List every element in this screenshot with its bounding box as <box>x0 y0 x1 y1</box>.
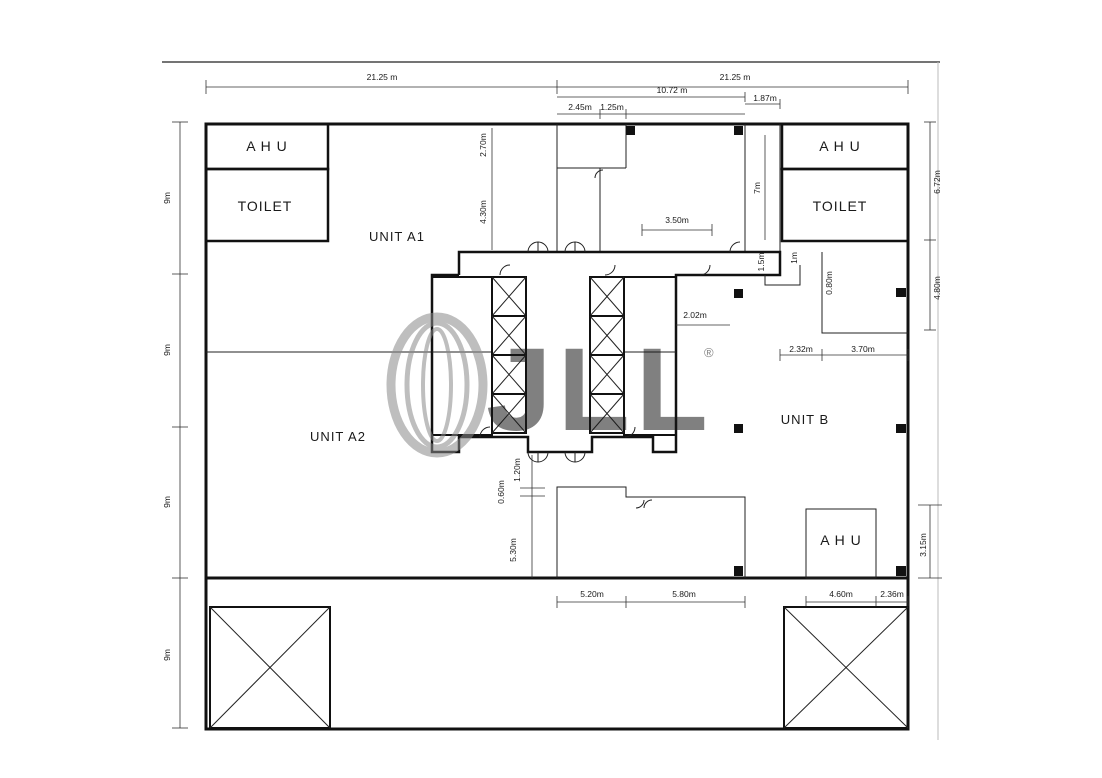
top-dimensions <box>205 80 909 119</box>
dim-6-72: 6.72m <box>932 170 942 194</box>
toilet-left-room <box>204 167 330 243</box>
dim-2-70: 2.70m <box>478 133 488 157</box>
ahu-bottom-right-label: A H U <box>820 532 862 548</box>
dim-5-30: 5.30m <box>508 538 518 562</box>
dim-7: 7m <box>752 182 762 194</box>
dim-2-36: 2.36m <box>880 589 904 599</box>
lift-shafts-left <box>491 276 527 434</box>
right-dimensions <box>918 121 942 579</box>
dim-1: 1m <box>789 252 799 264</box>
jll-registered-mark: ® <box>704 345 714 360</box>
toilet-left-label: TOILET <box>238 198 293 214</box>
void-left <box>209 606 331 729</box>
toilet-right-label: TOILET <box>813 198 868 214</box>
left-dimensions <box>172 121 188 729</box>
dim-4-60: 4.60m <box>829 589 853 599</box>
dim-top-left-width: 21.25 m <box>367 72 398 82</box>
structural-columns <box>626 126 906 576</box>
dim-1-20: 1.20m <box>512 458 522 482</box>
dim-10-72: 10.72 m <box>657 85 688 95</box>
unit-a2-label: UNIT A2 <box>310 429 366 444</box>
dim-top-right-width: 21.25 m <box>720 72 751 82</box>
toilet-right-room <box>780 167 910 243</box>
jll-logo-text: JLL <box>486 324 714 456</box>
dim-3-50: 3.50m <box>665 215 689 225</box>
dim-5-80: 5.80m <box>672 589 696 599</box>
dim-2-02: 2.02m <box>683 310 707 320</box>
unit-b-label: UNIT B <box>781 412 829 427</box>
dim-3-70: 3.70m <box>851 344 875 354</box>
dim-3-15: 3.15m <box>918 533 928 557</box>
lower-middle-room <box>556 486 746 578</box>
ahu-top-right-label: A H U <box>819 138 861 154</box>
dim-4-80: 4.80m <box>932 276 942 300</box>
jll-logo-mark <box>386 312 488 458</box>
dim-2-45: 2.45m <box>568 102 592 112</box>
lift-shafts-right <box>589 276 625 434</box>
dim-0-80: 0.80m <box>824 271 834 295</box>
unit-b-closet <box>764 265 801 286</box>
dim-4-30: 4.30m <box>478 200 488 224</box>
ahu-bottom-right-room <box>805 508 877 579</box>
dim-1-87: 1.87m <box>753 93 777 103</box>
void-right <box>783 606 909 729</box>
unit-a1-label: UNIT A1 <box>369 229 425 244</box>
dim-1-5: 1.5m <box>756 253 766 272</box>
dim-left-9m-2: 9m <box>162 344 172 356</box>
dim-5-20: 5.20m <box>580 589 604 599</box>
jll-watermark: JLL ® <box>386 312 714 458</box>
dim-left-9m-3: 9m <box>162 496 172 508</box>
unit-b-office <box>821 252 908 334</box>
ahu-top-left-label: A H U <box>246 138 288 154</box>
dim-2-32: 2.32m <box>789 344 813 354</box>
door-swings <box>479 169 741 509</box>
dim-0-60: 0.60m <box>496 480 506 504</box>
dim-left-9m-4: 9m <box>162 649 172 661</box>
dim-left-9m-1: 9m <box>162 192 172 204</box>
bottom-dimensions <box>556 596 909 608</box>
dim-1-25: 1.25m <box>600 102 624 112</box>
